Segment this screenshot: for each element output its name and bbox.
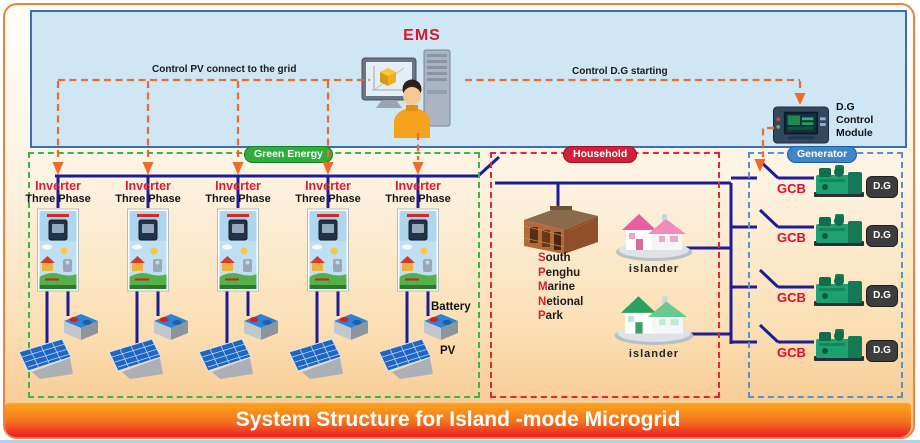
generator-icon (814, 214, 864, 246)
battery-icon (334, 314, 368, 340)
inverter-title: Inverter (35, 179, 81, 193)
inverter-unit: Inverter Three Phase (108, 179, 188, 379)
inverter-subtitle: Three Phase (385, 193, 451, 205)
inverter-device-icon (397, 208, 439, 292)
dg-badge: D.G (866, 225, 898, 247)
inverter-subtitle: Three Phase (115, 193, 181, 205)
dg-module-line1: D.G (836, 101, 855, 113)
gcb-label: GCB (777, 181, 806, 196)
inverter-subtitle: Three Phase (205, 193, 271, 205)
household-zone-label: Household (563, 146, 638, 163)
park-line-first: P (538, 310, 546, 322)
green-energy-zone-label: Green Energy (244, 146, 333, 163)
battery-icon (154, 314, 188, 340)
park-line-first: S (538, 252, 546, 264)
inverter-unit: Inverter Three Phase (18, 179, 98, 379)
dg-badge: D.G (866, 176, 898, 198)
solar-panel-icon (378, 338, 433, 379)
generator-icon (814, 274, 864, 306)
park-line-rest: etional (546, 295, 584, 308)
battery-icon (64, 314, 98, 340)
park-line-rest: ark (545, 310, 563, 322)
control-pv-caption: Control PV connect to the grid (152, 64, 297, 75)
diagram-title: System Structure for Island -mode Microg… (5, 403, 911, 437)
pv-caption: PV (440, 345, 456, 357)
battery-icon (424, 314, 458, 340)
gcb-label: GCB (777, 290, 806, 305)
park-line-rest: outh (545, 252, 571, 264)
park-line-first: P (538, 266, 546, 279)
battery-caption: Battery (431, 301, 471, 313)
dg-module-line3: Module (836, 127, 873, 139)
park-name: South Penghu Marine Netional Park (538, 251, 583, 324)
house-icon-green (614, 296, 694, 345)
dg-badge: D.G (866, 340, 898, 362)
inverter-subtitle: Three Phase (295, 193, 361, 205)
generator-icon (814, 165, 864, 197)
inverter-title: Inverter (305, 179, 351, 193)
park-line-rest: arine (547, 281, 576, 293)
dg-control-module-label: D.G Control Module (836, 101, 873, 140)
inverter-device-icon (307, 208, 349, 292)
solar-panel-icon (108, 338, 163, 379)
solar-panel-icon (198, 338, 253, 379)
dg-module-line2: Control (836, 114, 874, 126)
inverter-device-icon (217, 208, 259, 292)
inverter-device-icon (37, 208, 79, 292)
generator-icon (814, 329, 864, 361)
ems-title: EMS (403, 27, 441, 44)
ems-computer-icon (361, 49, 451, 138)
park-building-icon (523, 206, 598, 254)
solar-panel-icon (18, 338, 73, 379)
dg-control-module-icon (772, 106, 830, 144)
battery-icon (244, 314, 278, 340)
inverter-unit: Inverter Three Phase (378, 179, 458, 379)
gcb-label: GCB (777, 345, 806, 360)
household-zone (490, 152, 720, 398)
house-caption: islander (628, 348, 680, 360)
inverter-subtitle: Three Phase (25, 193, 91, 205)
dg-badge: D.G (866, 285, 898, 307)
park-line-first: M (538, 281, 548, 293)
inverter-title: Inverter (125, 179, 171, 193)
gcb-label: GCB (777, 230, 806, 245)
inverter-title: Inverter (395, 179, 441, 193)
house-icon-pink (616, 214, 692, 261)
park-line-first: N (538, 295, 547, 308)
inverter-device-icon (127, 208, 169, 292)
control-dg-caption: Control D.G starting (572, 66, 668, 77)
solar-panel-icon (288, 338, 343, 379)
house-caption: islander (628, 263, 680, 275)
park-line-rest: enghu (545, 266, 581, 279)
generator-zone-label: Generator (787, 146, 858, 163)
inverter-unit: Inverter Three Phase (288, 179, 368, 379)
inverter-unit: Inverter Three Phase (198, 179, 278, 379)
inverter-title: Inverter (215, 179, 261, 193)
bottom-divider (0, 440, 920, 443)
